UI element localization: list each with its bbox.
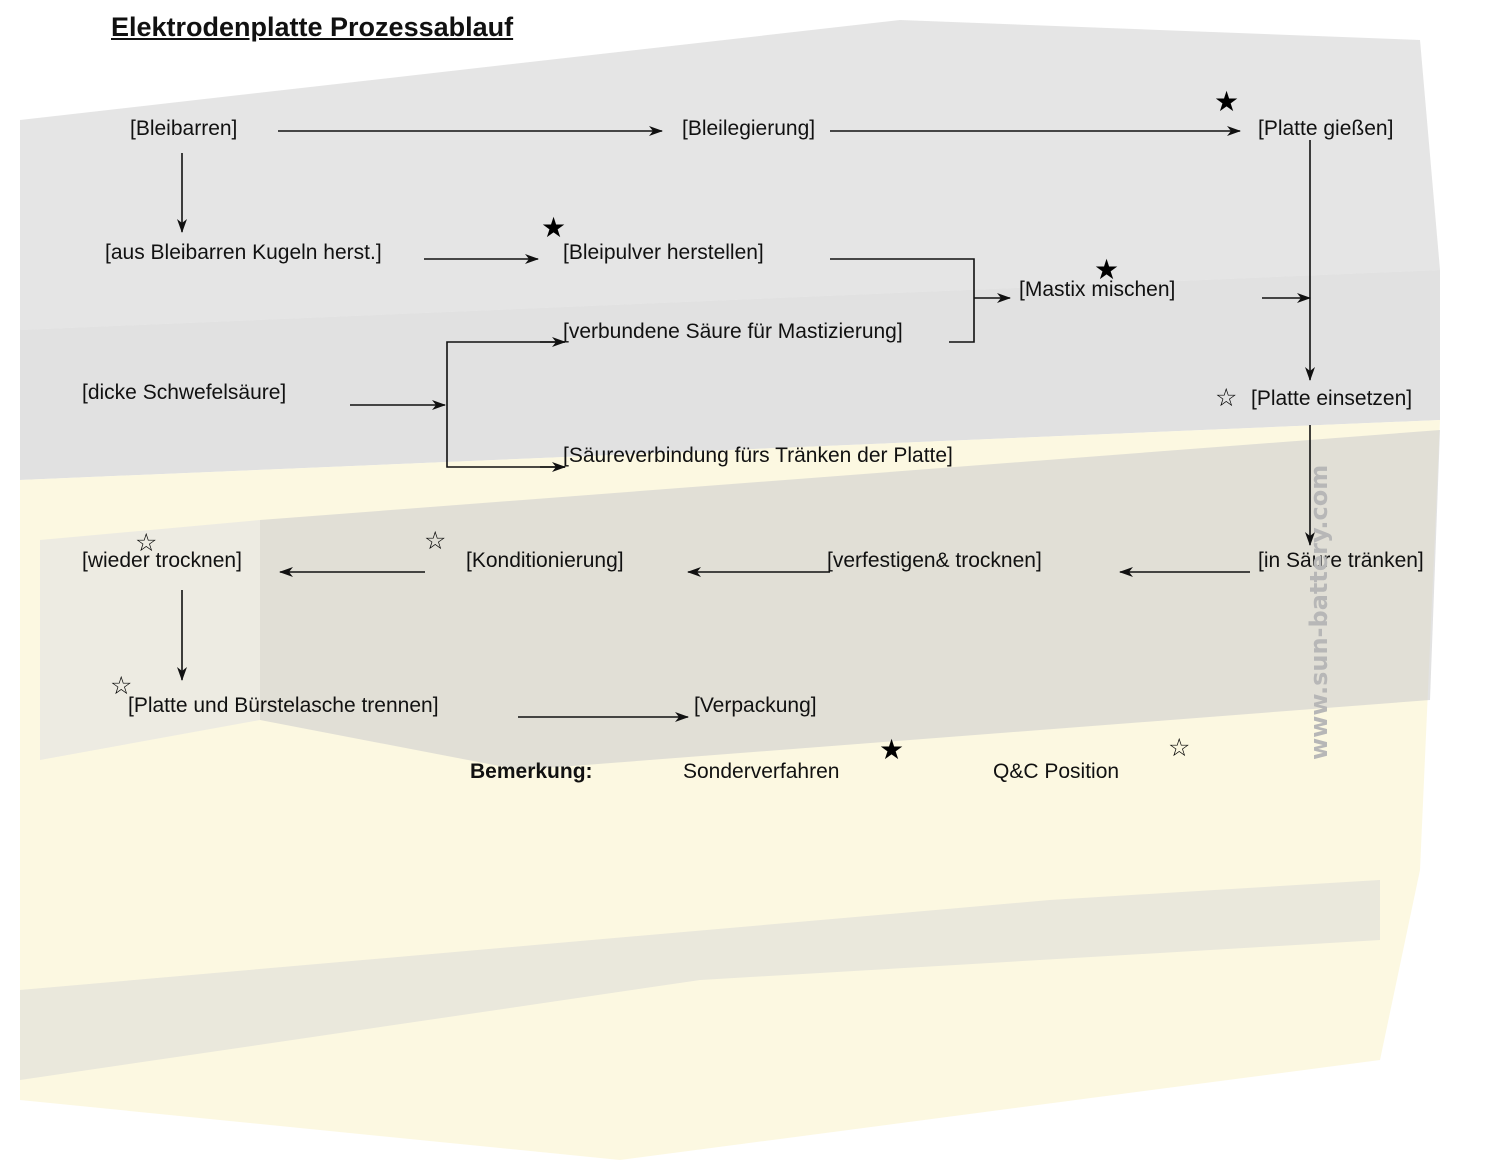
node-konditionierung: [Konditionierung] <box>466 549 624 572</box>
legend-label: Bemerkung: <box>470 760 593 783</box>
node-mastix: [Mastix mischen] <box>1019 278 1176 301</box>
node-kugeln: [aus Bleibarren Kugeln herst.] <box>105 241 382 264</box>
special-process-star-icon: ★ <box>1214 85 1240 118</box>
node-saeure-mastizierung: [verbundene Säure für Mastizierung] <box>563 320 903 343</box>
legend-open-star-icon: ☆ <box>1168 733 1191 762</box>
qc-position-star-icon: ☆ <box>1215 383 1238 412</box>
branch-line <box>446 341 565 468</box>
node-schwefelsaeure: [dicke Schwefelsäure] <box>82 381 287 404</box>
special-process-star-icon: ★ <box>1094 253 1120 286</box>
page-title: Elektrodenplatte Prozessablauf <box>111 12 514 42</box>
qc-position-star-icon: ☆ <box>135 528 158 557</box>
watermark: www.sun-battery.com <box>1305 464 1333 760</box>
node-in-saeure: [in Säure tränken] <box>1258 549 1424 572</box>
special-process-star-icon: ★ <box>541 211 567 244</box>
node-trennen: [Platte und Bürstelasche trennen] <box>128 694 439 717</box>
node-platte-einsetzen: [Platte einsetzen] <box>1251 387 1413 410</box>
node-verfestigen: [verfestigen& trocknen] <box>827 549 1042 572</box>
node-wieder-trocknen: [wieder trocknen] <box>82 549 242 572</box>
legend-qc-position: Q&C Position <box>993 760 1120 783</box>
arrow-bleipulver-mastix <box>830 258 975 343</box>
legend-special-process: Sonderverfahren <box>683 760 840 783</box>
legend-solid-star-icon: ★ <box>879 733 905 766</box>
qc-position-star-icon: ☆ <box>424 526 447 555</box>
node-saeure-traenken: [Säureverbindung fürs Tränken der Platte… <box>563 444 953 467</box>
node-bleibarren: [Bleibarren] <box>130 117 238 140</box>
node-bleilegierung: [Bleilegierung] <box>682 117 816 140</box>
node-platte-giessen: [Platte gießen] <box>1258 117 1394 140</box>
qc-position-star-icon: ☆ <box>110 671 133 700</box>
node-bleipulver: [Bleipulver herstellen] <box>563 241 764 264</box>
node-verpackung: [Verpackung] <box>694 694 817 717</box>
